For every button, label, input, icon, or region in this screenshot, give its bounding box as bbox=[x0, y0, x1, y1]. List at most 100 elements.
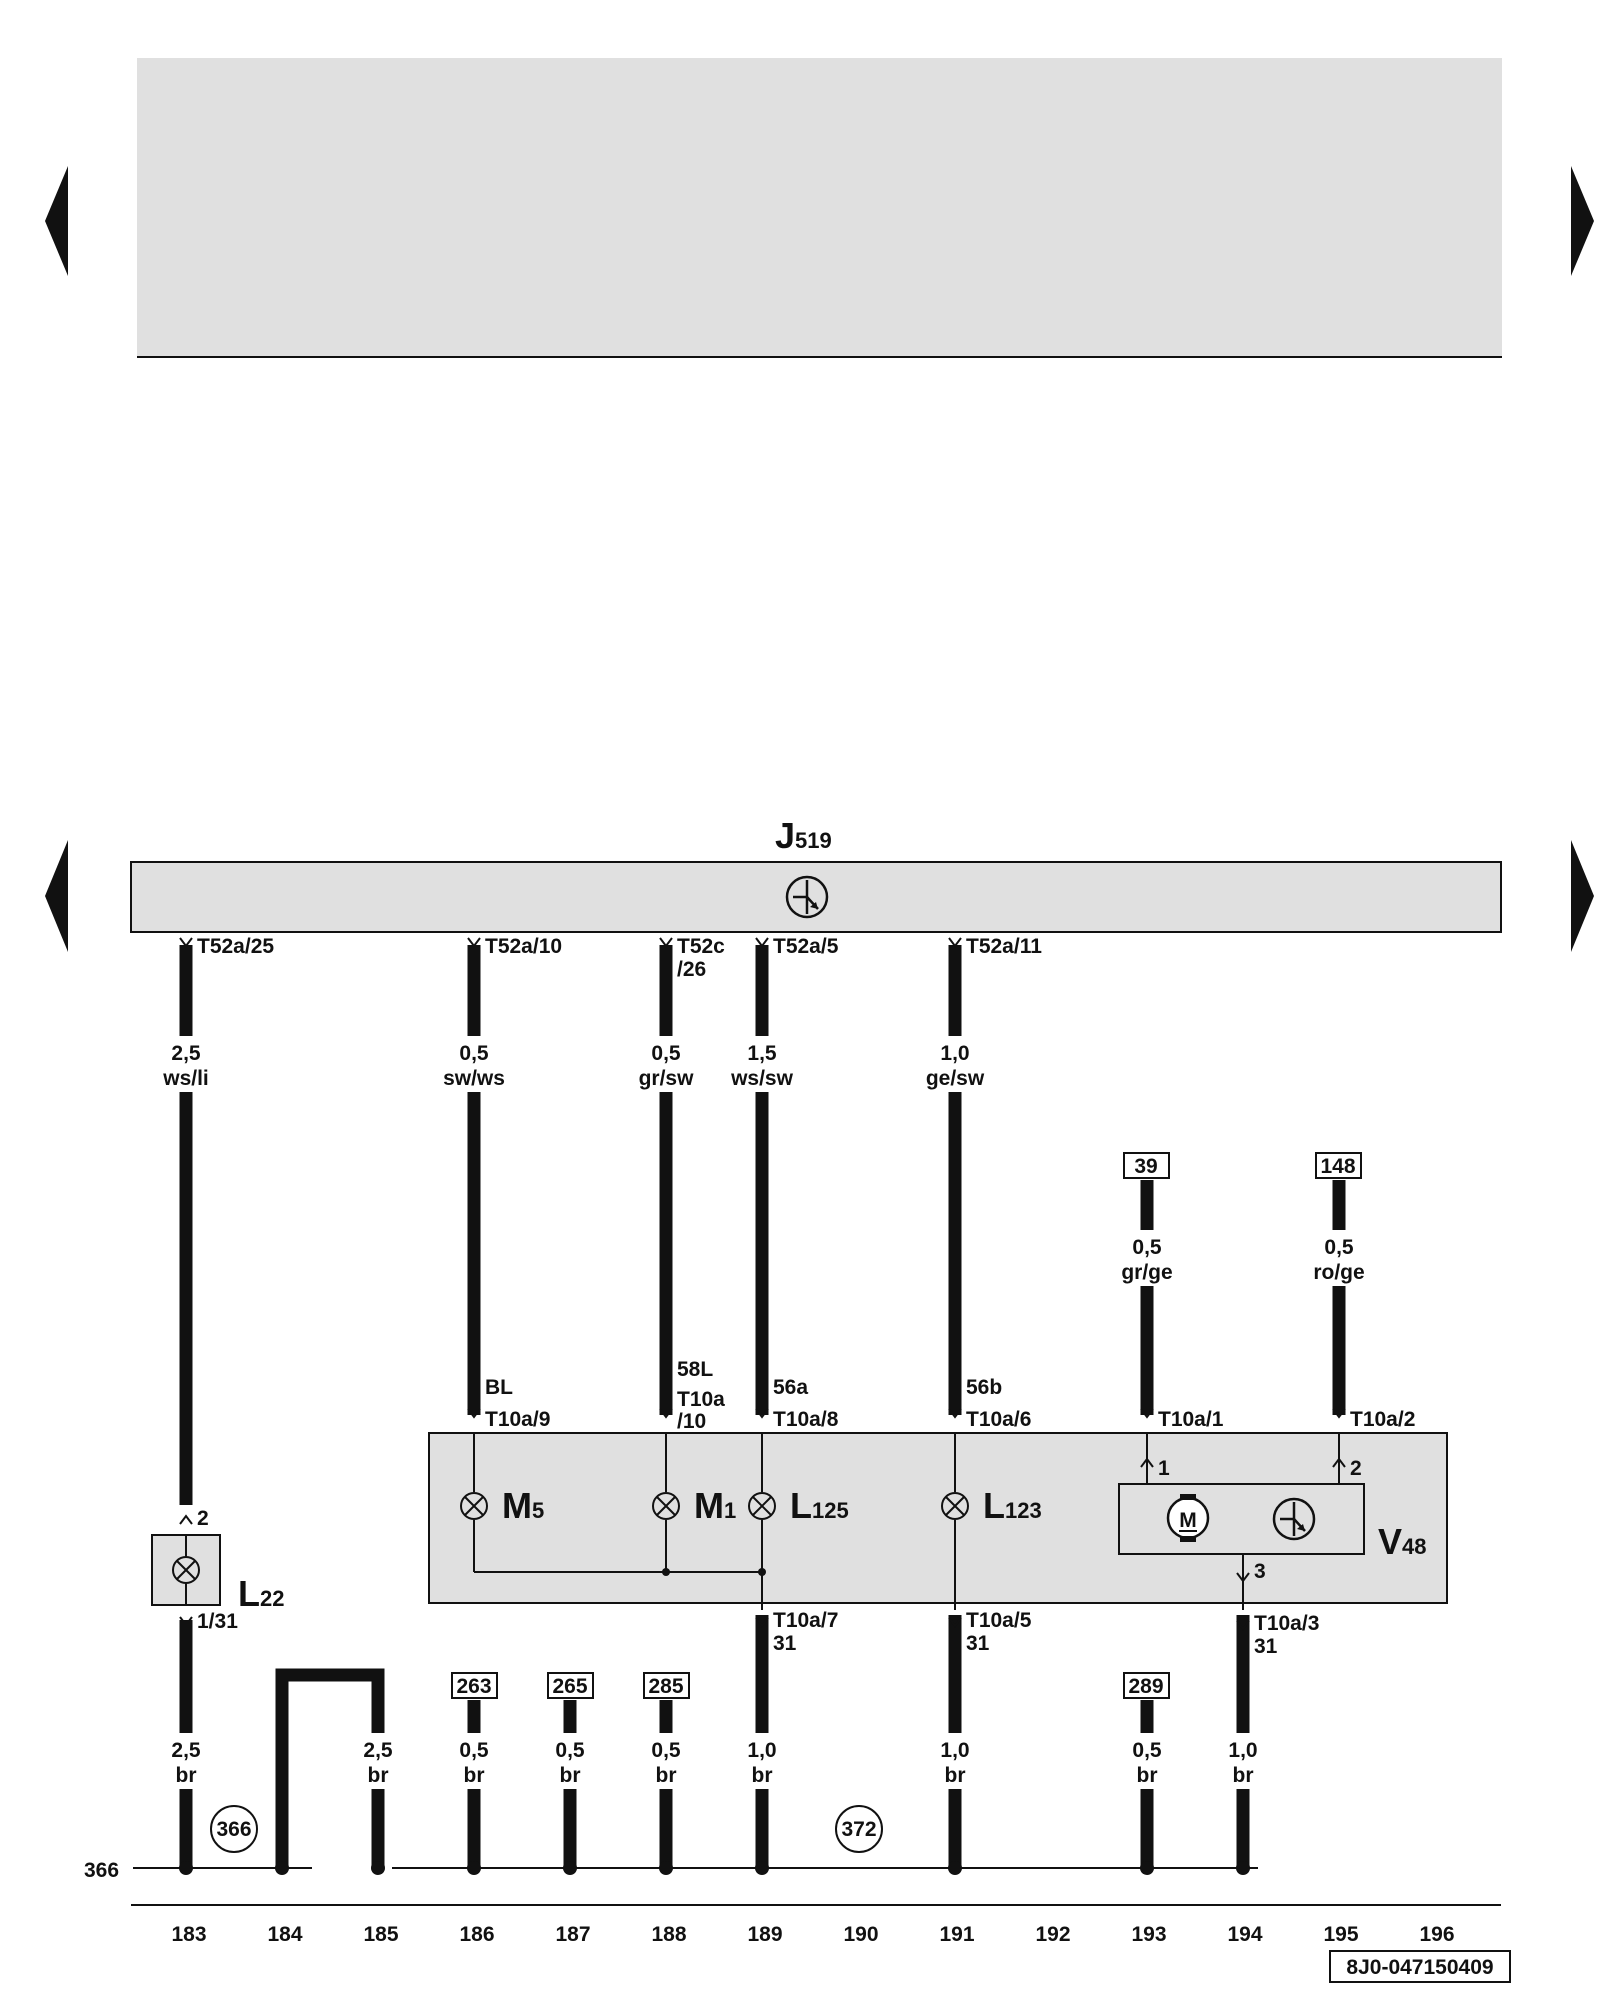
column-number: 195 bbox=[1323, 1923, 1358, 1946]
wire-color: br bbox=[464, 1764, 485, 1787]
wire-gauge: 1,5 bbox=[747, 1042, 777, 1065]
pin-label: 1/31 bbox=[197, 1610, 238, 1633]
motor-icon: M bbox=[1166, 1494, 1210, 1542]
lamp-l125-icon bbox=[748, 1492, 776, 1520]
wire-color: br bbox=[560, 1764, 581, 1787]
pin-label: 1 bbox=[1158, 1457, 1170, 1480]
column-number: 183 bbox=[171, 1923, 206, 1946]
wire-color: br bbox=[176, 1764, 197, 1787]
wire-gauge: 0,5 bbox=[1132, 1236, 1162, 1259]
next-page-arrow-icon[interactable] bbox=[1571, 166, 1594, 276]
ground-terminal-label: 31 bbox=[966, 1632, 990, 1655]
component-label-m1: M1 bbox=[694, 1485, 736, 1526]
column-number: 187 bbox=[555, 1923, 590, 1946]
wire-color: br bbox=[1233, 1764, 1254, 1787]
prev-page-arrow-icon[interactable] bbox=[45, 166, 68, 276]
column-number: 193 bbox=[1131, 1923, 1166, 1946]
top-connector-marks bbox=[179, 937, 962, 948]
pin-label: 2 bbox=[197, 1507, 209, 1530]
connector-label: T10a/6 bbox=[966, 1408, 1031, 1431]
upper-wires bbox=[179, 945, 1346, 1505]
ref-box-label: 285 bbox=[648, 1675, 683, 1698]
ground-ref-label: 372 bbox=[841, 1818, 876, 1841]
pin-mark bbox=[179, 1514, 193, 1525]
connector-label: T10a/2 bbox=[1350, 1408, 1415, 1431]
ground-terminal-label: 31 bbox=[773, 1632, 797, 1655]
next-diagram-arrow-icon[interactable] bbox=[1571, 840, 1594, 952]
doc-id: 8J0-047150409 bbox=[1346, 1956, 1493, 1979]
wire-gauge: 0,5 bbox=[651, 1739, 681, 1762]
ground-terminal-label: 31 bbox=[1254, 1635, 1278, 1658]
prev-diagram-arrow-icon[interactable] bbox=[45, 840, 68, 952]
connector-mark bbox=[948, 1617, 962, 1628]
connector-mark bbox=[1236, 1620, 1250, 1631]
ref-box bbox=[1123, 1672, 1170, 1699]
pin-label: 3 bbox=[1254, 1560, 1266, 1583]
upper-wire-labels bbox=[150, 1036, 1376, 1286]
connector-label: T10a/3 bbox=[1254, 1612, 1319, 1635]
wire-gauge: 0,5 bbox=[1132, 1739, 1162, 1762]
control-unit-label: J519 bbox=[775, 815, 832, 856]
ground-ref-label: 366 bbox=[216, 1818, 251, 1841]
connector-label: T10a/1 bbox=[1158, 1408, 1224, 1431]
lower-wires bbox=[179, 1615, 1250, 1870]
wire-gauge: 0,5 bbox=[1324, 1236, 1354, 1259]
wire-gauge: 0,5 bbox=[459, 1739, 489, 1762]
ref-box-label: 39 bbox=[1134, 1155, 1157, 1178]
ground-line-label: 366 bbox=[84, 1859, 119, 1882]
pin-label: 2 bbox=[1350, 1457, 1362, 1480]
module-connector-marks bbox=[467, 1408, 1346, 1419]
control-unit-j519 bbox=[130, 861, 1502, 933]
lamp-l22-icon bbox=[172, 1535, 200, 1605]
column-number: 186 bbox=[459, 1923, 494, 1946]
column-number: 194 bbox=[1227, 1923, 1262, 1946]
ground-ref-circle bbox=[210, 1805, 258, 1853]
ref-box bbox=[451, 1672, 498, 1699]
wire-gauge: 1,0 bbox=[1228, 1739, 1257, 1762]
connector-label: T52a/25 bbox=[197, 935, 274, 958]
wire-color: ro/ge bbox=[1313, 1261, 1364, 1284]
wire-gauge: 0,5 bbox=[555, 1739, 585, 1762]
wire-color: gr/sw bbox=[639, 1067, 695, 1090]
wire-color: ws/sw bbox=[730, 1067, 794, 1090]
wire-color: gr/ge bbox=[1121, 1261, 1172, 1284]
ref-box-label: 263 bbox=[456, 1675, 491, 1698]
ref-box bbox=[547, 1672, 594, 1699]
wire-gauge: 0,5 bbox=[651, 1042, 681, 1065]
column-number: 189 bbox=[747, 1923, 782, 1946]
wire-color: br bbox=[1137, 1764, 1158, 1787]
empty-panel bbox=[137, 58, 1502, 356]
column-number: 190 bbox=[843, 1923, 878, 1946]
terminal-label: BL bbox=[485, 1376, 513, 1399]
terminal-label: 56a bbox=[773, 1376, 808, 1399]
wire-gauge: 1,0 bbox=[940, 1739, 969, 1762]
pin-mark bbox=[1236, 1572, 1250, 1583]
lower-wire-label-text: 2,5 br 2,5 br 0,5 br 0,5 br 0,5 br 1,0 b… bbox=[171, 1739, 1257, 1787]
terminal-label: 56b bbox=[966, 1376, 1002, 1399]
connector-label: T52c bbox=[677, 935, 725, 958]
wire-color: br bbox=[752, 1764, 773, 1787]
connector-label: T10a bbox=[677, 1388, 725, 1411]
component-label-l22: L22 bbox=[238, 1573, 284, 1614]
pin-mark bbox=[1332, 1457, 1346, 1468]
wire-color: sw/ws bbox=[443, 1067, 505, 1090]
ground-ref-circle bbox=[835, 1805, 883, 1853]
svg-text:M: M bbox=[1179, 1509, 1197, 1532]
transistor-icon bbox=[785, 875, 829, 919]
column-numbers: 183 184 185 186 187 188 189 190 191 192 … bbox=[171, 1923, 1454, 1946]
lower-wire-labels bbox=[156, 1733, 1273, 1789]
connector-label: /26 bbox=[677, 958, 706, 981]
terminal-label: 58L bbox=[677, 1358, 713, 1381]
connector-label: T52a/11 bbox=[966, 935, 1042, 958]
column-number: 188 bbox=[651, 1923, 686, 1946]
ref-box-label: 148 bbox=[1320, 1155, 1355, 1178]
lamp-m1-icon bbox=[652, 1492, 680, 1520]
column-number: 191 bbox=[939, 1923, 974, 1946]
connector-label: T52a/10 bbox=[485, 935, 562, 958]
ref-box bbox=[1123, 1152, 1170, 1179]
ref-box bbox=[1315, 1152, 1362, 1179]
wire-color: ge/sw bbox=[926, 1067, 985, 1090]
connector-label: T52a/5 bbox=[773, 935, 839, 958]
column-number: 196 bbox=[1419, 1923, 1454, 1946]
